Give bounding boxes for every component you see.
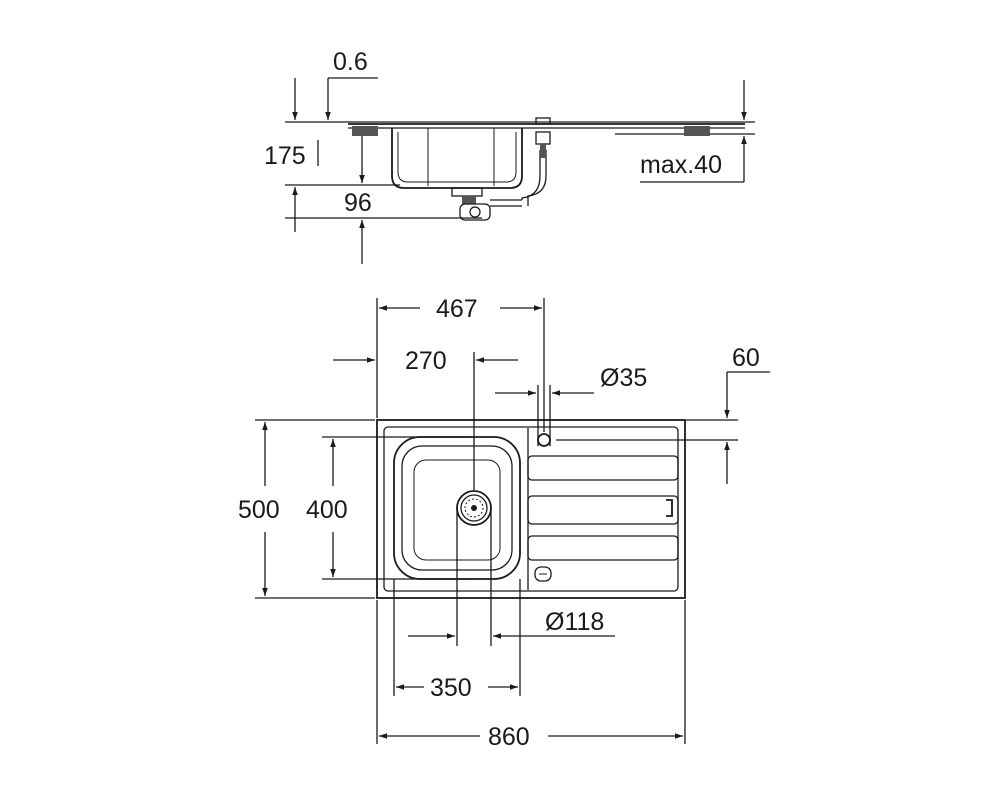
drain-center <box>471 505 477 511</box>
tap-fitting <box>535 131 551 145</box>
dim-bowl-width: 350 <box>430 674 472 702</box>
dim-drain-offset: 270 <box>405 347 447 375</box>
bowl-outline <box>391 128 523 189</box>
waste-trap <box>459 203 491 221</box>
tap-hole <box>537 433 551 447</box>
dim-overall-height: 175 <box>264 142 306 170</box>
drainer-stop <box>666 499 673 517</box>
sink-outer-edge <box>376 419 686 599</box>
drainer-rib-1 <box>527 455 679 481</box>
overflow-hose-outer <box>527 150 547 206</box>
drain-grid <box>464 498 484 518</box>
waste-body <box>462 196 476 204</box>
tap-fitting-stem <box>540 144 546 158</box>
dim-worktop-max: max.40 <box>640 151 722 179</box>
drainer-rib-3 <box>527 535 679 561</box>
dim-bowl-depth: 400 <box>306 496 348 524</box>
overflow-outlet <box>534 566 552 582</box>
drainer-rib-2 <box>527 495 679 525</box>
dim-thickness: 0.6 <box>333 48 368 76</box>
tap-fitting-top <box>535 117 551 125</box>
waste-collar <box>451 187 483 197</box>
sink-inner-edge <box>383 426 679 592</box>
dim-overall-depth: 500 <box>238 496 280 524</box>
dim-tap-hole-offset: 60 <box>732 344 760 372</box>
dim-bowl-depth-side: 96 <box>344 189 372 217</box>
waste-nut <box>469 206 481 218</box>
right-clamp <box>684 126 710 136</box>
drain-ring <box>460 494 488 522</box>
overflow-hose <box>521 150 541 200</box>
left-clamp <box>352 126 378 136</box>
side-view: 0.6 175 96 max.40 <box>264 48 755 264</box>
dim-drain-diameter: Ø118 <box>545 608 604 636</box>
top-view: 467 270 Ø35 60 500 400 <box>238 295 770 751</box>
bowl-inner <box>397 132 517 183</box>
dim-overall-width: 860 <box>488 723 530 751</box>
dim-tap-hole-diameter: Ø35 <box>600 364 647 392</box>
dim-bowl-offset: 467 <box>436 295 478 323</box>
